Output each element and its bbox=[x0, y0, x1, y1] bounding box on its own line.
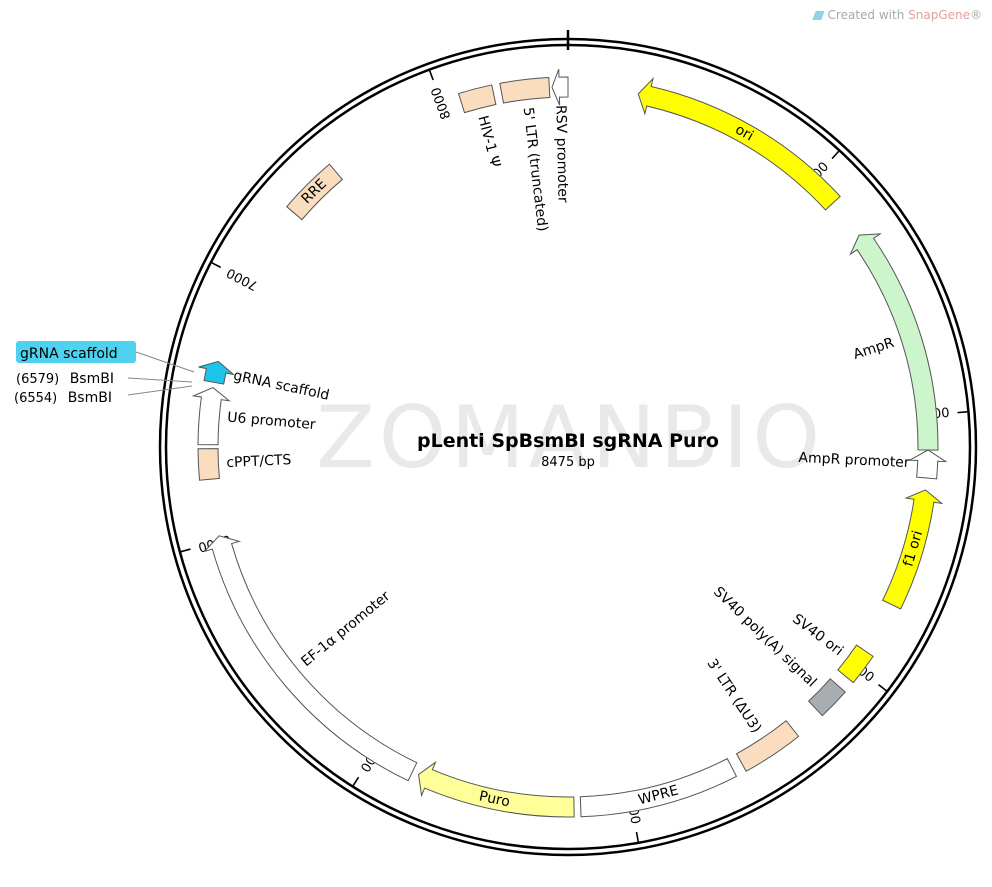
feature-u6[interactable] bbox=[191, 386, 231, 446]
feature-ltr3[interactable] bbox=[735, 720, 800, 772]
credit-brand: SnapGene bbox=[908, 8, 970, 22]
grna-scaffold-callout-box[interactable] bbox=[16, 341, 136, 363]
tick-mark bbox=[179, 548, 191, 553]
feature-label-puro: Puro bbox=[478, 788, 512, 810]
feature-ampr[interactable] bbox=[849, 233, 939, 451]
feature-label-hiv-psi: HIV-1 Ψ bbox=[474, 114, 503, 169]
tick-mark bbox=[210, 261, 222, 269]
tick-mark bbox=[877, 684, 888, 692]
feature-wpre[interactable] bbox=[579, 757, 738, 818]
feature-label-ltr5: 5' LTR (truncated) bbox=[520, 106, 551, 232]
feature-hiv-psi[interactable] bbox=[457, 84, 497, 114]
credit-registered: ® bbox=[970, 8, 982, 22]
grna-scaffold-callout: gRNA scaffold bbox=[20, 346, 118, 362]
feature-label-ori: ori bbox=[732, 122, 756, 145]
feature-label-ef1a: EF-1α promoter bbox=[298, 588, 393, 670]
feature-arcs bbox=[191, 68, 948, 818]
feature-grna[interactable] bbox=[198, 360, 235, 385]
feature-label-grna: gRNA scaffold bbox=[232, 368, 331, 404]
feature-label-rsv: RSV promoter bbox=[552, 105, 570, 203]
tick-mark bbox=[635, 831, 640, 843]
feature-rsv[interactable] bbox=[551, 68, 569, 106]
feature-rre[interactable] bbox=[286, 163, 344, 221]
plasmid-size: 8475 bp bbox=[541, 455, 595, 470]
feature-label-u6: U6 promoter bbox=[227, 410, 317, 434]
tick-mark bbox=[351, 776, 360, 787]
tick-label: 7000 bbox=[224, 264, 260, 293]
snapgene-credit: Created with SnapGene® bbox=[811, 8, 982, 22]
plasmid-backbone bbox=[158, 30, 978, 857]
site-bsmbi-6579[interactable]: (6579) BsmBI bbox=[16, 371, 114, 387]
plasmid-name: pLenti SpBsmBI sgRNA Puro bbox=[417, 430, 719, 452]
feature-ampr-promoter[interactable] bbox=[907, 449, 948, 480]
feature-ltr5[interactable] bbox=[499, 76, 551, 104]
site-bsmbi-6554[interactable]: (6554) BsmBI bbox=[14, 390, 112, 406]
feature-label-ltr3: 3' LTR (ΔU3) bbox=[704, 656, 765, 736]
feature-puro[interactable] bbox=[417, 760, 575, 818]
tick-label: 8000 bbox=[429, 85, 454, 121]
tick-mark bbox=[957, 410, 969, 414]
feature-sv40-polya[interactable] bbox=[807, 678, 846, 717]
feature-label-ampr-promoter: AmpR promoter bbox=[798, 450, 910, 471]
feature-ori[interactable] bbox=[637, 77, 841, 211]
feature-label-sv40-ori: SV40 ori bbox=[789, 611, 846, 659]
credit-prefix: Created with bbox=[827, 8, 909, 22]
feature-sv40-ori[interactable] bbox=[837, 644, 874, 684]
site-callouts: (6579) BsmBI (6554) BsmBI gRNA scaffold bbox=[14, 341, 195, 406]
feature-f1-ori[interactable] bbox=[882, 489, 944, 610]
tick-mark bbox=[831, 149, 841, 160]
feature-label-cppt: cPPT/CTS bbox=[226, 452, 292, 471]
feature-ef1a[interactable] bbox=[203, 535, 418, 782]
tick-mark bbox=[428, 69, 434, 81]
watermark: ZOMANBIO bbox=[316, 388, 824, 488]
feature-cppt[interactable] bbox=[197, 448, 220, 481]
feature-label-ampr: AmpR bbox=[851, 335, 896, 363]
